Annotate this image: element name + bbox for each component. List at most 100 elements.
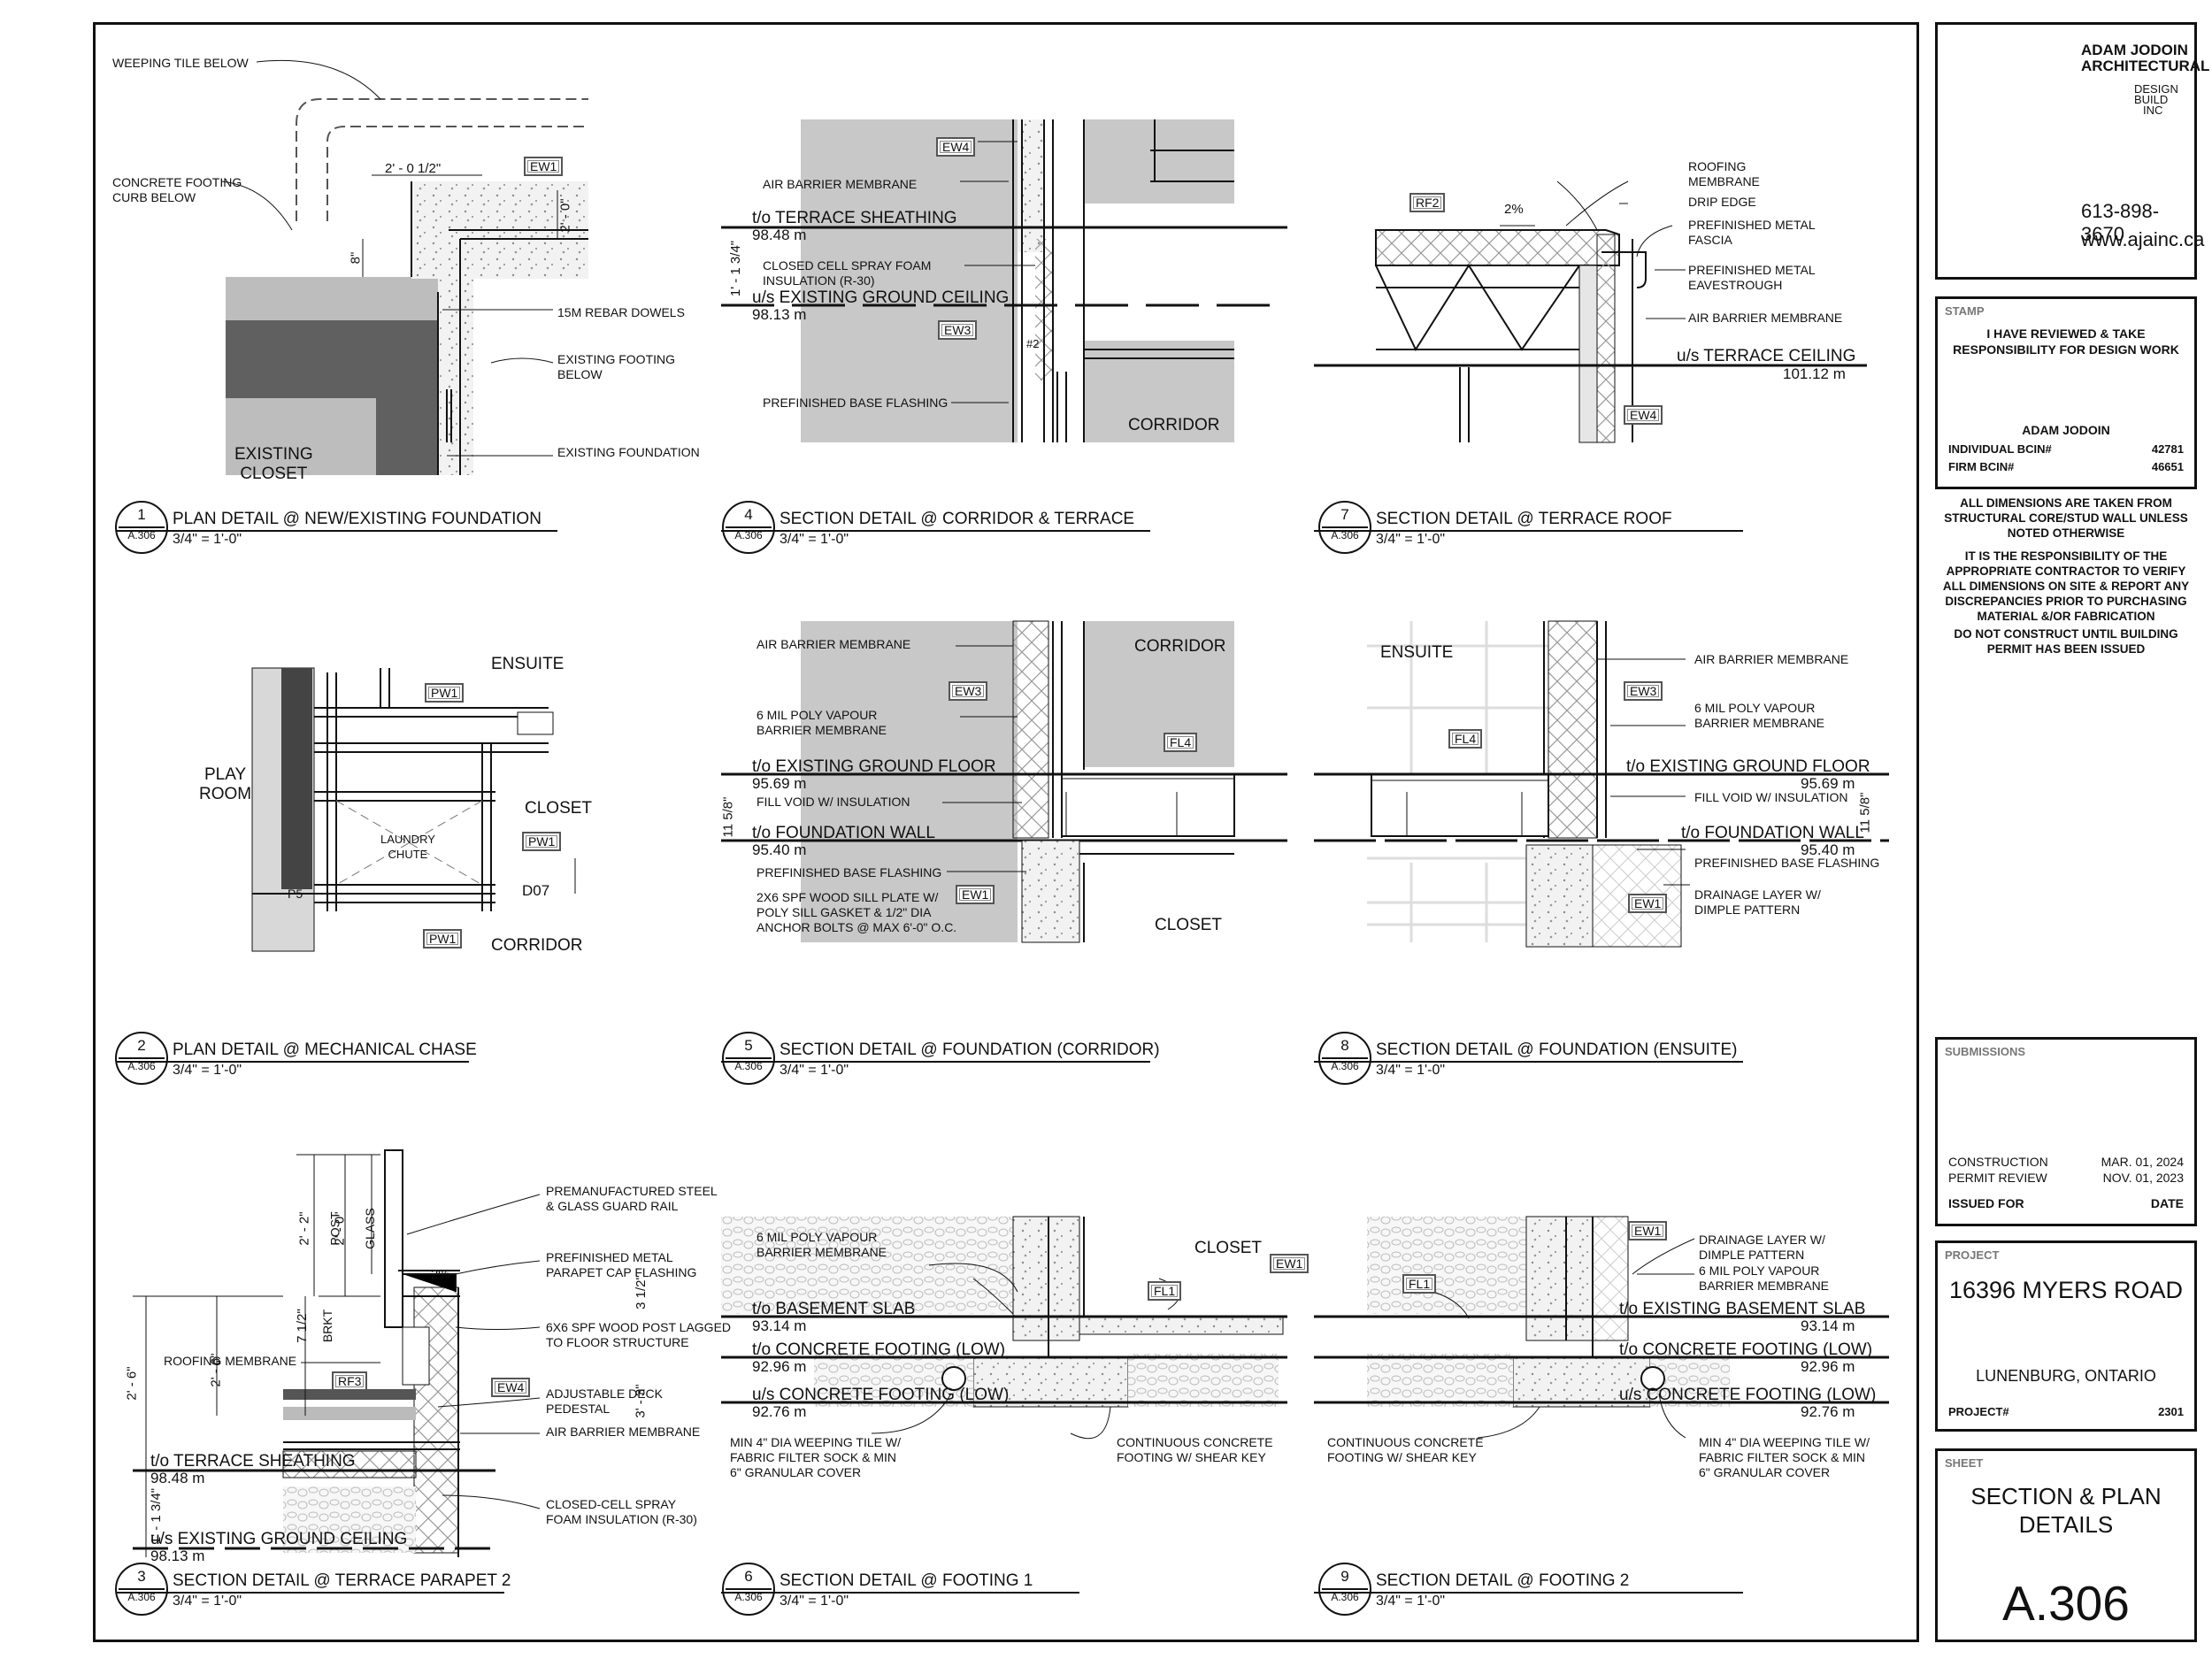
d5-room-corridor: CORRIDOR bbox=[1134, 637, 1226, 656]
sheet-title: SECTION & PLAN DETAILS bbox=[1970, 1483, 2162, 1538]
detail-6-title: SECTION DETAIL @ FOOTING 1 bbox=[780, 1571, 1033, 1590]
detail-sheet-ref: A.306 bbox=[127, 1591, 156, 1603]
d4-air-barrier-label: AIR BARRIER MEMBRANE bbox=[763, 177, 918, 191]
bubble-divider bbox=[119, 526, 165, 528]
sheet-border bbox=[93, 22, 1919, 1642]
bubble-divider bbox=[726, 1057, 772, 1059]
d4-elev-1-value: 98.48 m bbox=[752, 227, 807, 243]
d9-elev-1-value: 93.14 m bbox=[1801, 1317, 1855, 1334]
d7-slope: 2% bbox=[1504, 202, 1524, 217]
d3-dim-d: GLASS bbox=[362, 1208, 377, 1249]
d3-dim-c: 2' - 0" bbox=[332, 1211, 348, 1246]
d1-dim-2ft: 2' - 0" bbox=[557, 198, 573, 233]
d8-air-barrier-label: AIR BARRIER MEMBRANE bbox=[1694, 652, 1849, 666]
d8-tag-ew3: EW3 bbox=[1624, 681, 1663, 701]
d3-tag-ew4: EW4 bbox=[491, 1378, 531, 1397]
d2-room-ensuite: ENSUITE bbox=[491, 655, 565, 673]
d1-curb-label: CONCRETE FOOTING CURB BELOW bbox=[112, 175, 242, 204]
project-number-label: PROJECT# bbox=[1948, 1405, 2009, 1418]
d5-sill-plate-label: 2x6 SPF WOOD SILL PLATE w/ POLY SILL GAS… bbox=[757, 890, 957, 934]
detail-2-title: PLAN DETAIL @ MECHANICAL CHASE bbox=[173, 1041, 477, 1059]
bubble-divider bbox=[726, 1588, 772, 1590]
d2-p5-label: P5 bbox=[288, 887, 303, 901]
detail-number: 6 bbox=[744, 1568, 753, 1585]
d9-drainage-label: DRAINAGE LAYER w/ DIMPLE PATTERN bbox=[1699, 1233, 1825, 1262]
d1-existing-footing-label: EXISTING FOOTING BELOW bbox=[557, 352, 676, 381]
d9-poly-label: 6 MIL POLY VAPOUR BARRIER MEMBRANE bbox=[1699, 1263, 1830, 1293]
d8-drainage-label: DRAINAGE LAYER w/ DIMPLE PATTERN bbox=[1694, 887, 1821, 917]
d5-room-closet: CLOSET bbox=[1155, 916, 1223, 934]
d3-dim-i: 3' - 3" bbox=[633, 1384, 649, 1418]
d7-eavestrough-label: PREFINISHED METAL EAVESTROUGH bbox=[1688, 263, 1816, 292]
d1-tag-ew1: EW1 bbox=[524, 157, 564, 176]
d9-elev-2-name: t/o CONCRETE FOOTING (LOW) bbox=[1619, 1340, 1873, 1359]
stamp-name: ADAM JODOIN bbox=[2022, 423, 2110, 437]
project-location: LUNENBURG, ONTARIO bbox=[1976, 1367, 2156, 1385]
detail-7-title: SECTION DETAIL @ TERRACE ROOF bbox=[1376, 510, 1672, 528]
detail-number: 7 bbox=[1340, 506, 1349, 523]
submissions-header: SUBMISSIONS bbox=[1945, 1045, 2026, 1058]
note-permit: DO NOT CONSTRUCT UNTIL BUILDING PERMIT H… bbox=[1954, 627, 2178, 656]
d3-rail-label: PREMANUFACTURED STEEL & GLASS GUARD RAIL bbox=[546, 1184, 718, 1213]
d1-weeping-label: WEEPING TILE BELOW bbox=[112, 56, 249, 70]
d6-elev-3-value: 92.76 m bbox=[752, 1403, 807, 1420]
d4-mark: #2 bbox=[1026, 337, 1040, 350]
d7-air-barrier-label: AIR BARRIER MEMBRANE bbox=[1688, 311, 1843, 325]
bubble-divider bbox=[1322, 1057, 1368, 1059]
d6-footing-label: CONTINUOUS CONCRETE FOOTING w/ SHEAR KEY bbox=[1117, 1435, 1273, 1464]
d1-dim-width: 2' - 0 1/2" bbox=[385, 161, 442, 176]
d6-poly-label: 6 MIL POLY VAPOUR BARRIER MEMBRANE bbox=[757, 1230, 887, 1259]
d3-dim-e: 7 1/2" bbox=[294, 1309, 310, 1343]
d3-spray-foam-label: CLOSED-CELL SPRAY FOAM INSULATION (R-30) bbox=[546, 1497, 697, 1526]
detail-8-title: SECTION DETAIL @ FOUNDATION (ENSUITE) bbox=[1376, 1041, 1738, 1059]
d6-elev-2-value: 92.96 m bbox=[752, 1358, 807, 1375]
titleblock-logo-box: ADAM JODOIN ARCHITECTURAL DESIGN BUILD I… bbox=[1935, 22, 2209, 280]
d9-tag-fl1: FL1 bbox=[1402, 1274, 1437, 1294]
d9-elev-3-name: u/s CONCRETE FOOTING (LOW) bbox=[1619, 1386, 1877, 1404]
firm-name-3: DESIGN bbox=[2134, 82, 2178, 96]
d3-elev-2-value: 98.13 m bbox=[150, 1548, 205, 1564]
bubble-divider bbox=[119, 1057, 165, 1059]
detail-5-title: SECTION DETAIL @ FOUNDATION (CORRIDOR) bbox=[780, 1041, 1160, 1059]
d4-room-corridor: CORRIDOR bbox=[1128, 416, 1220, 434]
submission-2-label: PERMIT REVIEW bbox=[1948, 1171, 2047, 1185]
detail-sheet-ref: A.306 bbox=[127, 529, 156, 541]
project-header: PROJECT bbox=[1945, 1248, 2000, 1262]
d2-room-corridor: CORRIDOR bbox=[491, 936, 583, 955]
d8-tag-fl4: FL4 bbox=[1448, 729, 1483, 749]
detail-number: 4 bbox=[744, 506, 753, 523]
d2-door-label: D07 bbox=[522, 882, 550, 899]
d4-tag-ew3: EW3 bbox=[938, 320, 978, 340]
d3-cap-label: PREFINISHED METAL PARAPET CAP FLASHING bbox=[546, 1250, 697, 1279]
detail-sheet-ref: A.306 bbox=[734, 1591, 763, 1603]
note-responsibility: IT IS THE RESPONSIBILITY OF THE APPROPRI… bbox=[1942, 549, 2190, 623]
d9-footing-label: CONTINUOUS CONCRETE FOOTING w/ SHEAR KEY bbox=[1327, 1435, 1484, 1464]
d1-existing-foundation-label: EXISTING FOUNDATION bbox=[557, 445, 700, 459]
d2-room-closet: CLOSET bbox=[525, 799, 593, 818]
d9-weeping-label: MIN 4" DIA WEEPING TILE w/ FABRIC FILTER… bbox=[1699, 1435, 1870, 1479]
d6-tag-fl1: FL1 bbox=[1148, 1281, 1182, 1301]
firm-name-5: INC bbox=[2143, 104, 2163, 117]
project-name: 16396 MYERS ROAD bbox=[1948, 1277, 2184, 1303]
d4-elev-2-name: u/s EXISTING GROUND CEILING bbox=[752, 288, 1010, 307]
bubble-divider bbox=[1322, 526, 1368, 528]
d9-elev-3-value: 92.76 m bbox=[1801, 1403, 1855, 1420]
d8-room-ensuite: ENSUITE bbox=[1380, 643, 1454, 662]
detail-8-graphic bbox=[1314, 620, 1889, 948]
d8-elev-1-value: 95.69 m bbox=[1801, 775, 1855, 792]
detail-sheet-ref: A.306 bbox=[1331, 1060, 1359, 1072]
detail-9-title: SECTION DETAIL @ FOOTING 2 bbox=[1376, 1571, 1630, 1590]
d3-elev-2-name: u/s EXISTING GROUND CEILING bbox=[150, 1530, 408, 1548]
d3-slope: 2% bbox=[431, 1267, 450, 1282]
d8-elev-2-name: t/o FOUNDATION WALL bbox=[1681, 824, 1864, 842]
d9-elev-2-value: 92.96 m bbox=[1801, 1358, 1855, 1375]
d2-tag-pw1-bottom: PW1 bbox=[423, 929, 463, 949]
detail-1-title: PLAN DETAIL @ NEW/EXISTING FOUNDATION bbox=[173, 510, 541, 528]
d6-elev-1-value: 93.14 m bbox=[752, 1317, 807, 1334]
d7-fascia-label: PREFINISHED METAL FASCIA bbox=[1688, 218, 1816, 247]
